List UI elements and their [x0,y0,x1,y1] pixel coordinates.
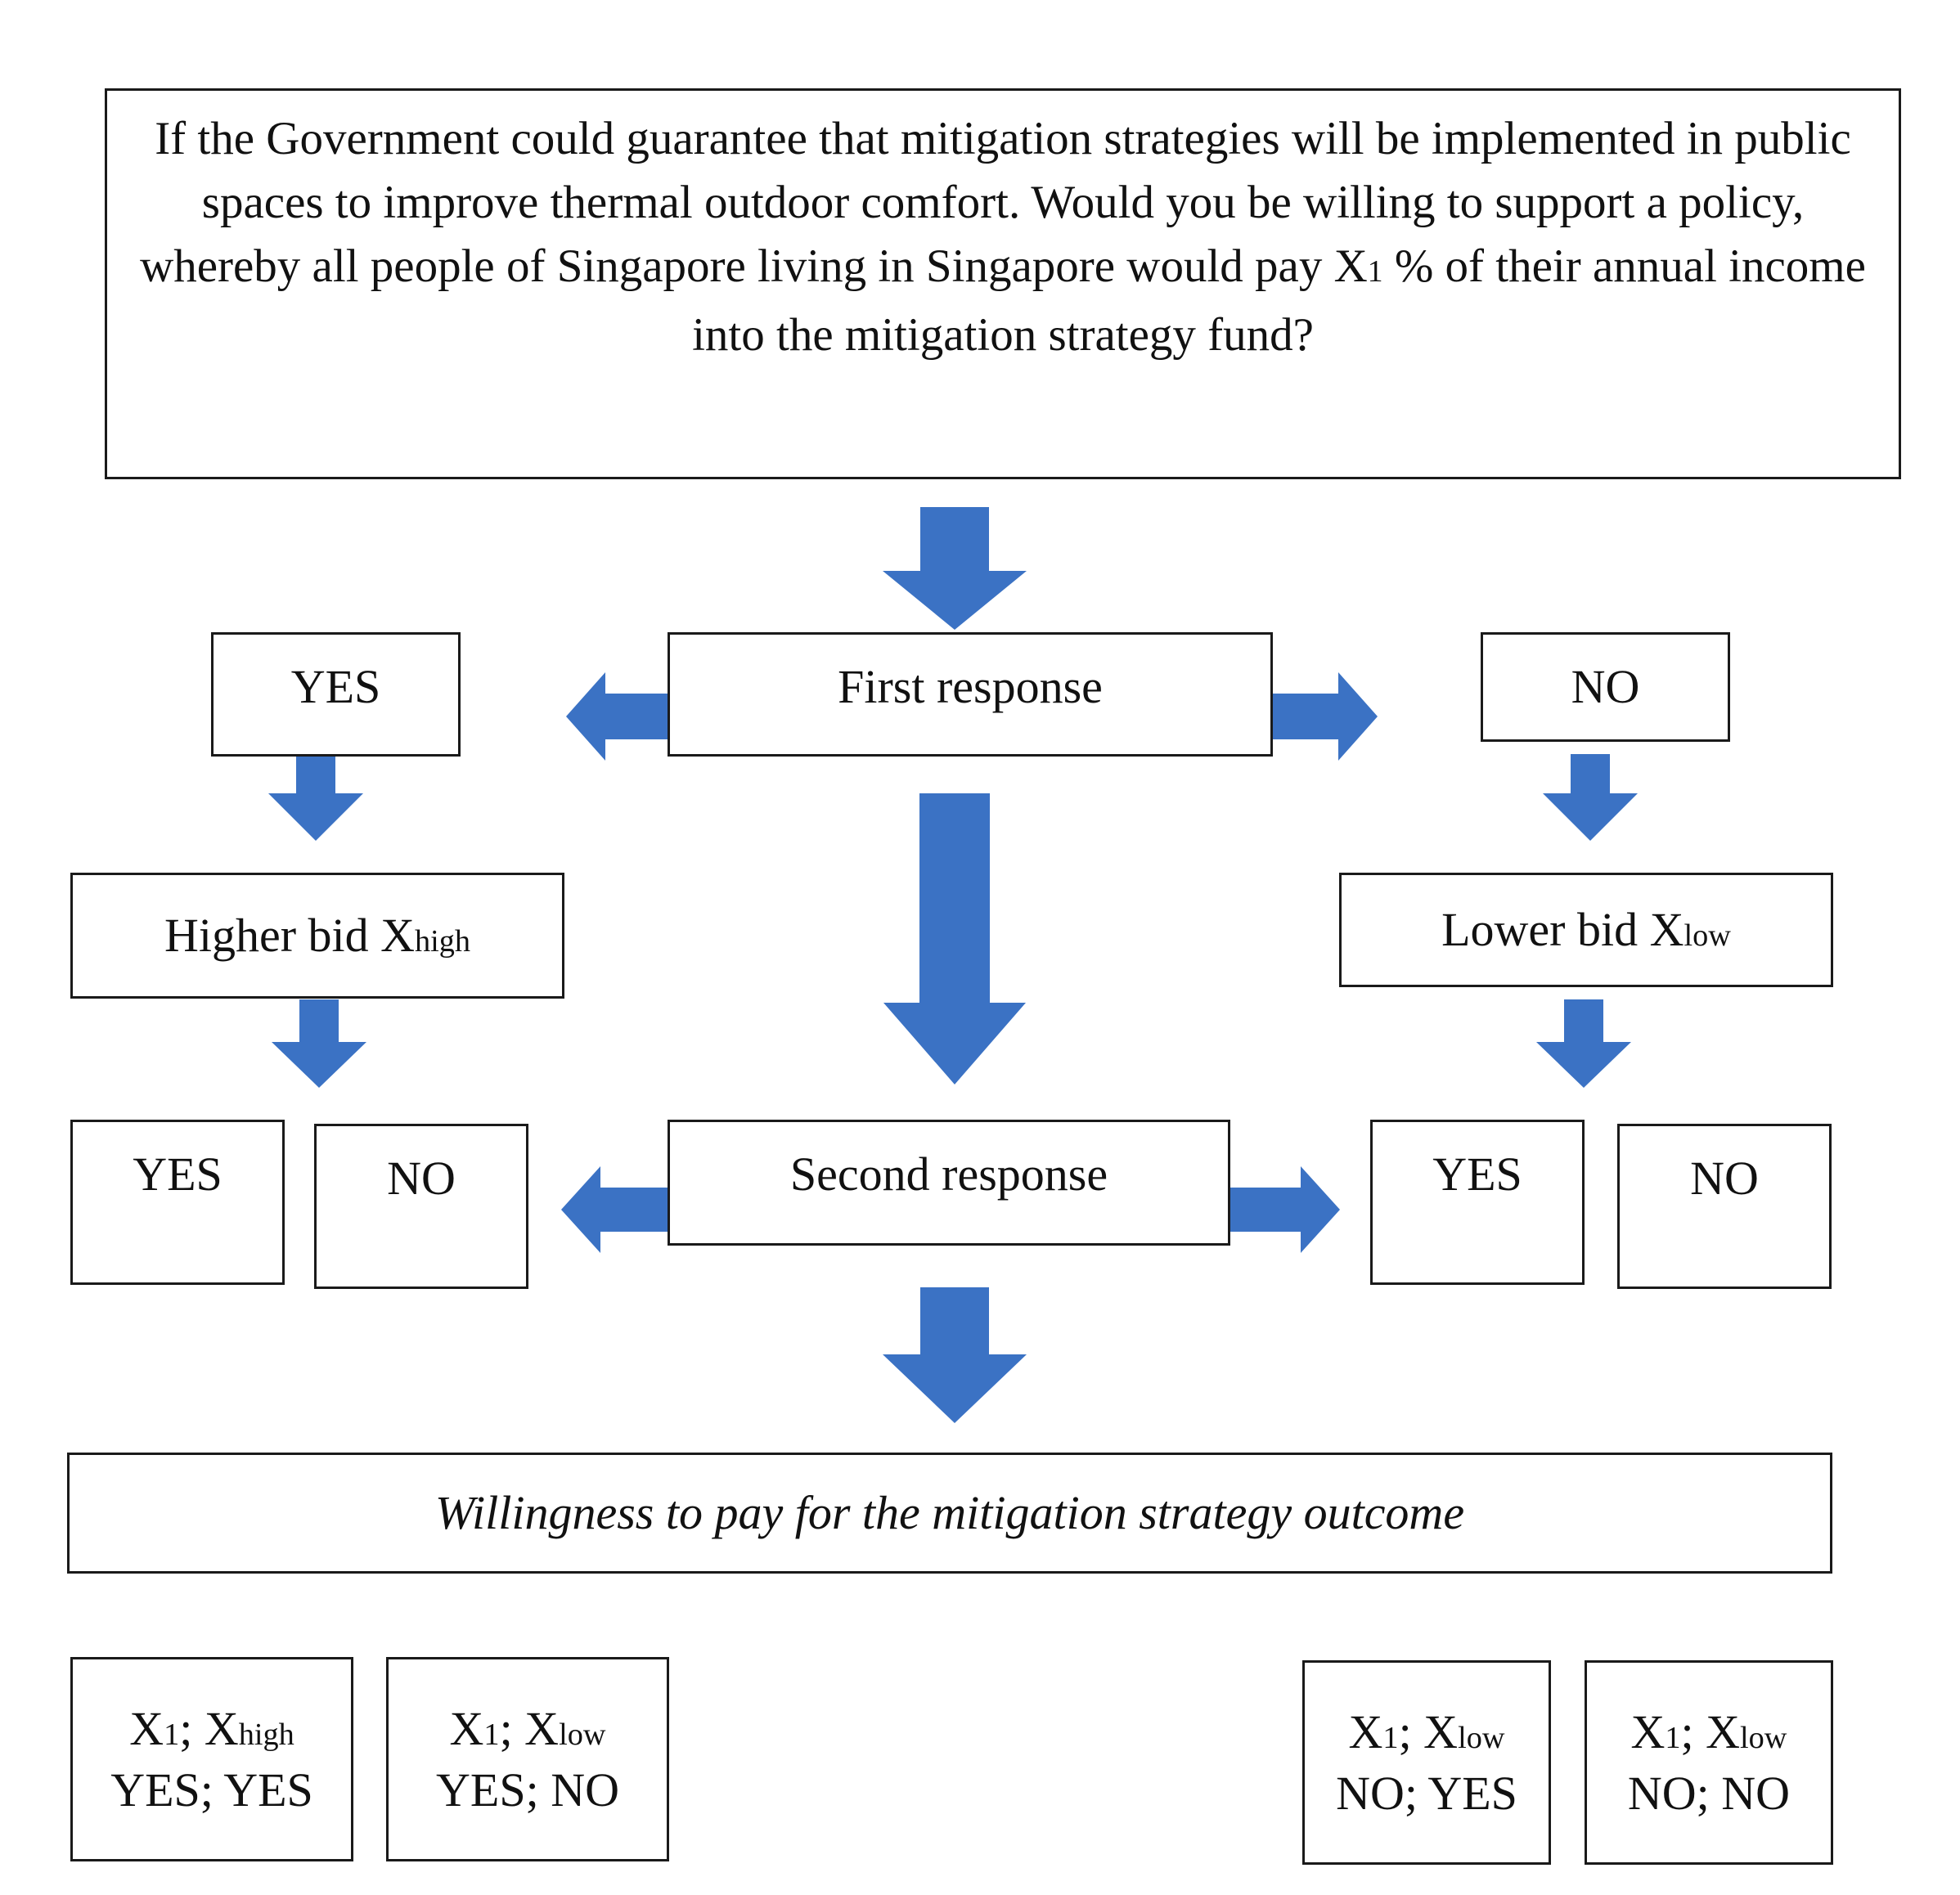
first-yes-box: YES [211,632,461,757]
arrow-second-to-outcome [883,1287,1027,1423]
arrow-first-to-yes [566,672,677,761]
second-left-no-box: NO [314,1124,528,1289]
arrow-question-to-first [883,507,1027,630]
outcome-text-1: X1; Xhigh YES; YES [110,1701,313,1816]
arrow-second-to-left [561,1166,669,1253]
outcome-text-3: X1; Xlow NO; YES [1336,1704,1517,1820]
second-right-yes-label: YES [1432,1147,1522,1201]
arrow-lower-to-pair [1536,999,1631,1088]
lower-bid-box: Lower bid Xlow [1339,873,1833,987]
arrow-first-to-no [1270,672,1378,761]
higher-bid-label: Higher bid Xhigh [164,909,471,963]
first-response-label: First response [838,660,1103,713]
outcome-text-2: X1; Xlow YES; NO [436,1701,619,1816]
lower-bid-label: Lower bid Xlow [1441,903,1731,957]
arrow-yes-to-higher [268,754,363,841]
second-right-no-box: NO [1617,1124,1832,1289]
second-right-no-label: NO [1690,1152,1759,1205]
question-box: If the Government could guarantee that m… [105,88,1901,479]
arrow-first-to-second [883,793,1026,1084]
second-left-yes-box: YES [70,1120,285,1285]
outcome-box-2: X1; Xlow YES; NO [386,1657,669,1861]
second-left-yes-label: YES [133,1147,223,1201]
higher-bid-box: Higher bid Xhigh [70,873,564,999]
first-no-box: NO [1481,632,1730,742]
second-left-no-label: NO [387,1152,456,1205]
second-response-box: Second response [668,1120,1230,1246]
outcome-box-1: X1; Xhigh YES; YES [70,1657,353,1861]
outcome-box-4: X1; Xlow NO; NO [1585,1660,1833,1865]
first-response-box: First response [668,632,1273,757]
question-text: If the Government could guarantee that m… [140,113,1866,361]
outcome-title-box: Willingness to pay for the mitigation st… [67,1453,1832,1574]
outcome-text-4: X1; Xlow NO; NO [1627,1704,1791,1820]
arrow-second-to-right [1230,1166,1340,1253]
arrow-no-to-lower [1543,754,1638,841]
second-response-label: Second response [789,1147,1108,1201]
second-right-yes-box: YES [1370,1120,1585,1285]
outcome-title: Willingness to pay for the mitigation st… [434,1486,1465,1540]
first-no-label: NO [1571,660,1640,713]
arrow-higher-to-pair [272,999,366,1088]
outcome-box-3: X1; Xlow NO; YES [1302,1660,1551,1865]
first-yes-label: YES [290,660,381,713]
